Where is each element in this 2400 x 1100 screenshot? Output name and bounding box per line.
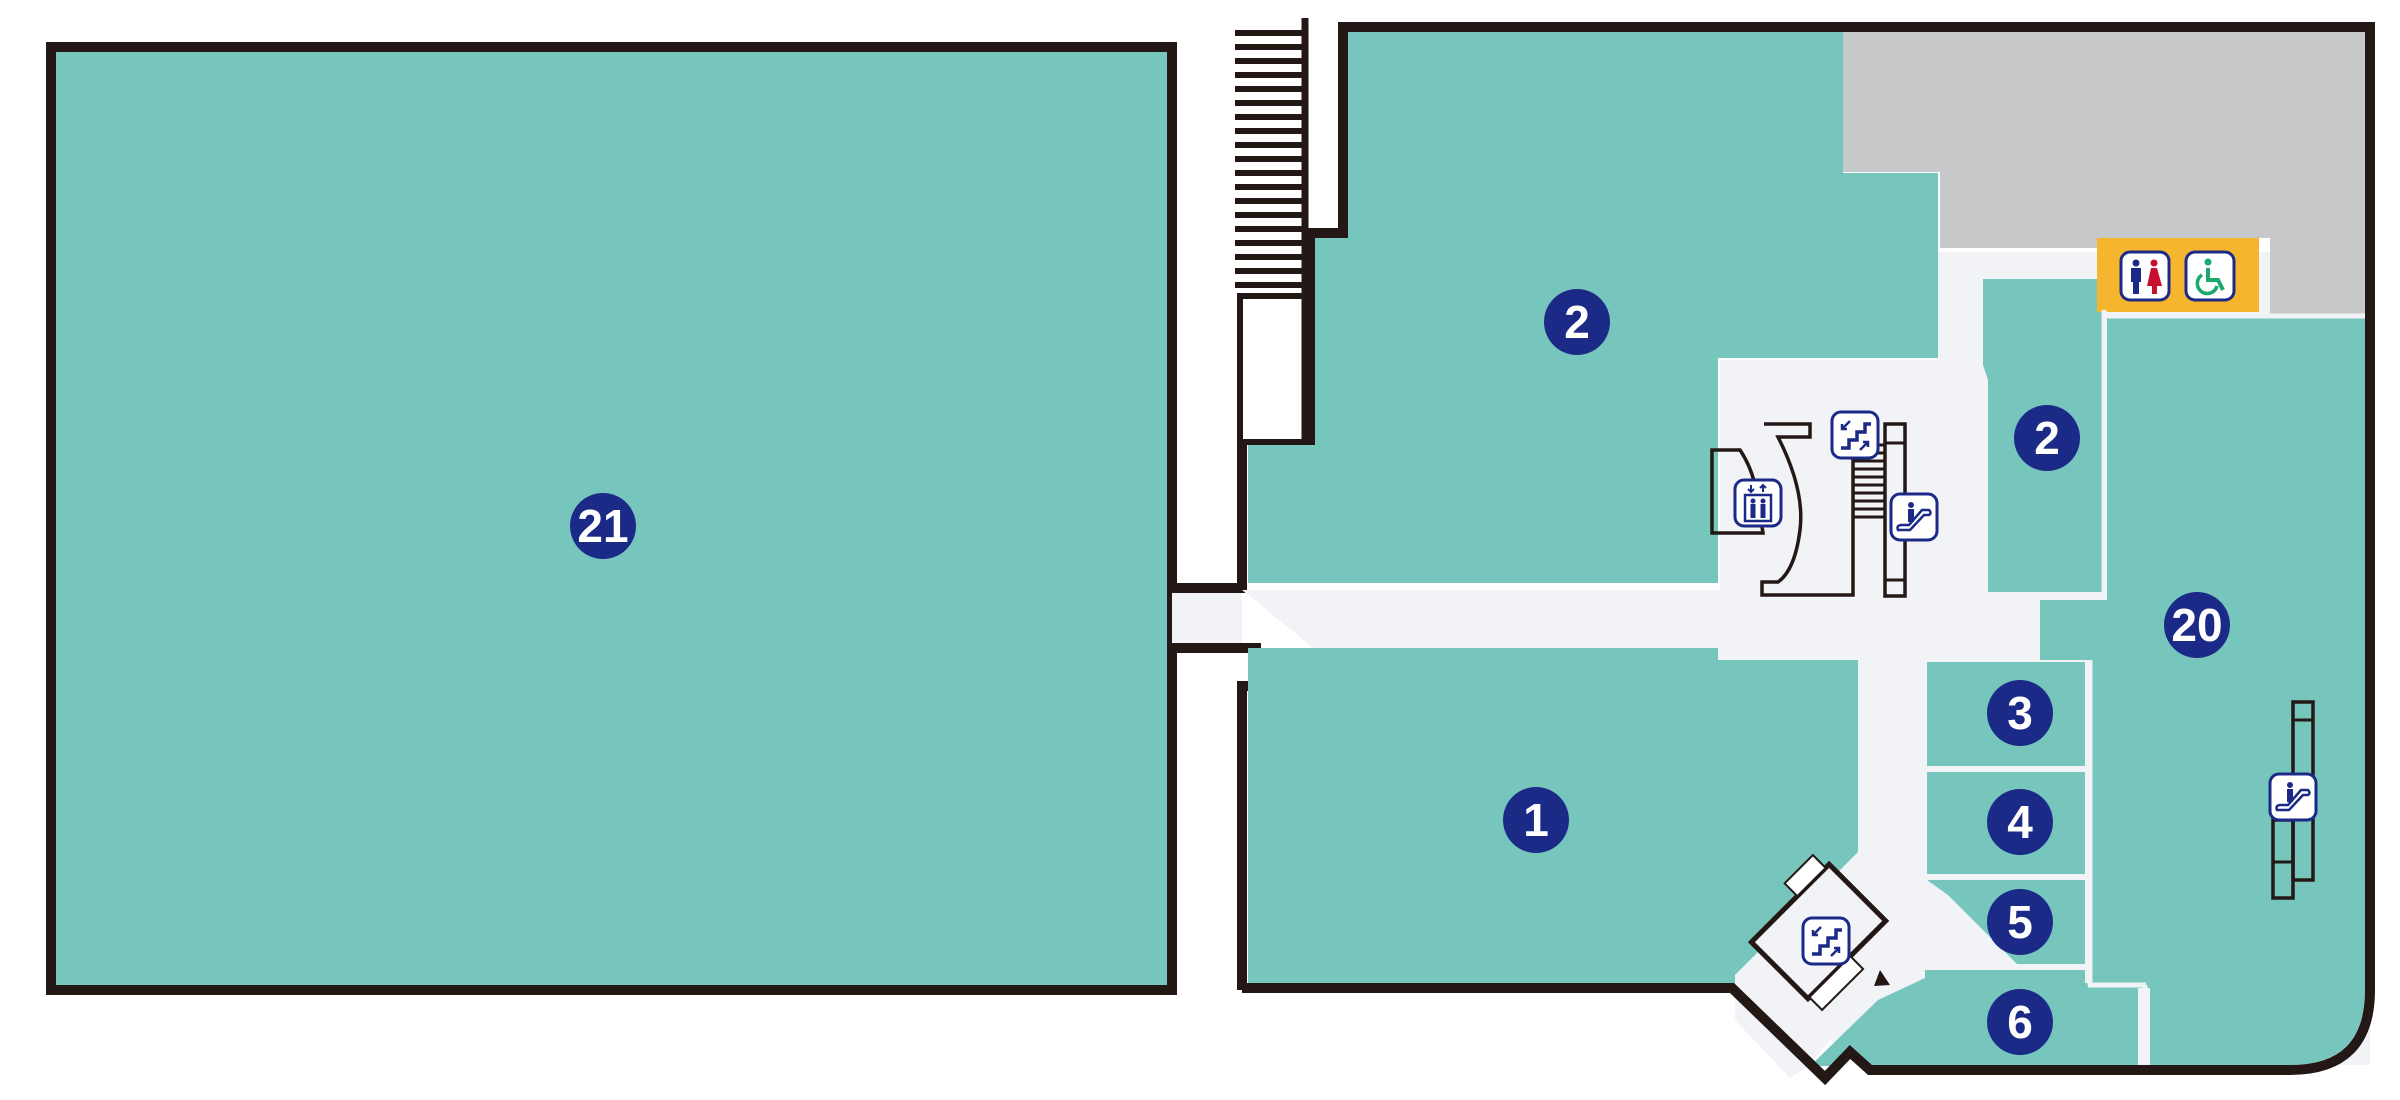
room-marker-20[interactable]: 20	[2164, 592, 2230, 658]
room-label: 3	[2007, 687, 2033, 739]
stairs-icon[interactable]	[1830, 410, 1880, 460]
room-label: 4	[2007, 796, 2033, 848]
stair-core-wall	[1760, 422, 1855, 597]
left-building-wall	[46, 42, 1177, 995]
escalator-icon[interactable]	[2268, 772, 2318, 822]
connector-wall-bottom	[1172, 643, 1261, 990]
connector-wall-top	[1172, 445, 1247, 593]
stair-landing	[1240, 296, 1305, 442]
room-6-area[interactable]	[1810, 970, 2138, 1066]
right-building-wall	[1242, 22, 2375, 1086]
room-20-area[interactable]	[2040, 318, 2365, 1065]
direction-arrow-icon	[1874, 970, 1890, 986]
exterior-stairs	[1235, 18, 1309, 445]
connector	[1172, 445, 1261, 990]
room-marker-21[interactable]: 21	[570, 493, 636, 559]
connector-corridor[interactable]	[1172, 590, 1242, 645]
elevator-icon[interactable]	[1733, 478, 1783, 528]
room-marker-3[interactable]: 3	[1987, 680, 2053, 746]
room-marker-6[interactable]: 6	[1987, 989, 2053, 1055]
restricted-area	[1843, 27, 2365, 318]
right-building	[1242, 22, 2375, 1086]
room-label: 6	[2007, 996, 2033, 1048]
room-marker-5[interactable]: 5	[1987, 889, 2053, 955]
room-label: 5	[2007, 896, 2033, 948]
stairs-icon[interactable]	[1801, 916, 1851, 966]
room-marker-2[interactable]: 2	[1544, 289, 1610, 355]
room-label: 1	[1523, 794, 1549, 846]
wheelchair-icon[interactable]	[2184, 250, 2236, 302]
stair-treads	[1235, 30, 1303, 288]
room-label: 2	[2034, 412, 2060, 464]
room-label: 20	[2171, 599, 2222, 651]
restroom-icon[interactable]	[2119, 250, 2171, 302]
room-marker-4[interactable]: 4	[1987, 789, 2053, 855]
escalator-icon[interactable]	[1889, 492, 1939, 542]
right-building-wall-west	[1305, 22, 1348, 445]
room-label: 21	[577, 500, 628, 552]
room-marker-2[interactable]: 2	[2014, 405, 2080, 471]
room-label: 2	[1564, 296, 1590, 348]
room-marker-1[interactable]: 1	[1503, 787, 1569, 853]
